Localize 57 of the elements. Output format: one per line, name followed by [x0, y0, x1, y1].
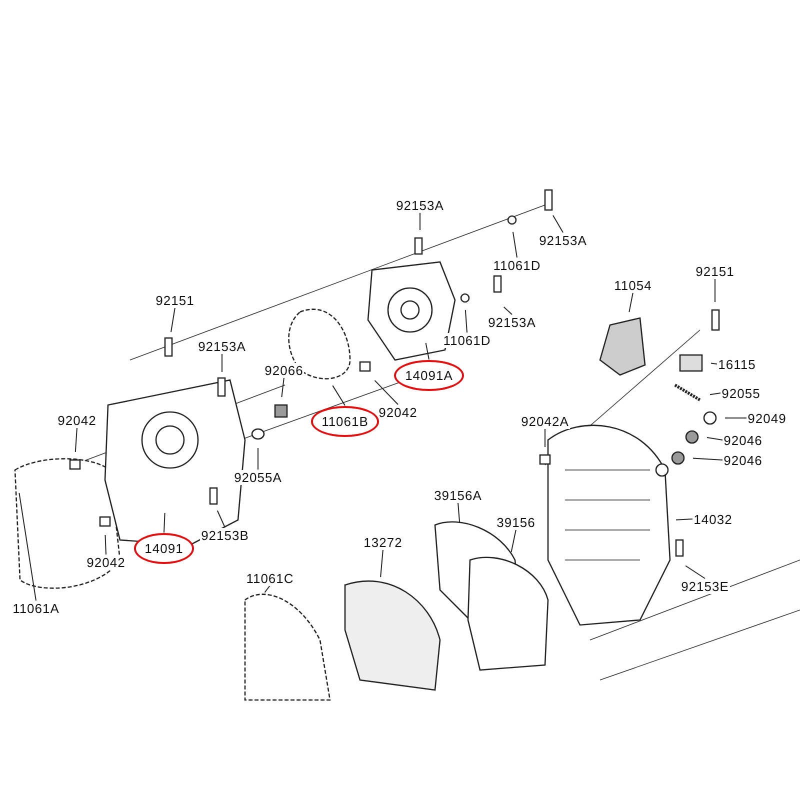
part-number: 92153B	[200, 528, 250, 542]
leader-line	[164, 512, 166, 533]
leader-line	[544, 428, 546, 448]
part-number: 92042	[56, 412, 98, 428]
leader-line	[552, 214, 564, 233]
leader-line	[74, 427, 78, 452]
part-number: 92042	[86, 554, 126, 570]
part-number: 92153A	[487, 314, 537, 330]
part-number: 92153A	[197, 338, 247, 354]
leader-line	[710, 392, 721, 396]
part-number: 11061D	[492, 258, 542, 272]
part-number: 92153A	[395, 198, 445, 212]
leader-line	[676, 518, 693, 520]
part-number: 92055	[720, 386, 762, 400]
leader-line	[512, 231, 518, 258]
part-number: 11061D	[442, 332, 492, 348]
leader-line	[706, 437, 723, 440]
part-number: 92046	[722, 432, 764, 448]
leader-line	[464, 310, 468, 333]
part-number: 92055A	[233, 470, 283, 484]
part-number: 11061B	[310, 406, 380, 436]
part-number: 92151	[154, 292, 196, 308]
part-number: 14091A	[394, 360, 464, 390]
leader-line	[104, 534, 106, 555]
leader-line	[18, 492, 36, 601]
part-number: 92066	[264, 362, 304, 378]
leader-line	[332, 385, 346, 406]
part-number: 39156A	[433, 488, 483, 502]
part-number: 92153A	[538, 232, 588, 248]
part-number: 92049	[746, 410, 788, 426]
leader-line	[216, 510, 226, 528]
leader-line	[628, 292, 634, 313]
leader-line	[710, 362, 718, 364]
leader-line	[510, 529, 516, 553]
leader-line	[374, 380, 398, 405]
part-number: 16115	[717, 356, 757, 372]
part-number: 92042	[378, 404, 418, 420]
part-number: 13272	[362, 534, 404, 550]
leader-line	[685, 565, 706, 579]
part-number: 92042A	[520, 414, 570, 428]
leader-line	[458, 502, 460, 523]
part-number: 92046	[722, 452, 764, 468]
part-number: 11061A	[12, 600, 60, 616]
leader-line	[281, 377, 284, 398]
leader-line	[264, 585, 270, 593]
leader-line	[425, 342, 430, 360]
part-number: 11061C	[245, 570, 295, 586]
leader-line	[714, 278, 716, 302]
leader-line	[692, 458, 723, 460]
part-number: 39156	[496, 514, 536, 530]
part-number: 14032	[692, 512, 734, 526]
part-number: 92153E	[680, 578, 730, 594]
part-number: 11054	[613, 278, 653, 292]
leader-line	[170, 307, 176, 333]
part-number: 92151	[694, 264, 736, 278]
leader-line	[503, 306, 512, 315]
leader-line	[380, 549, 384, 578]
